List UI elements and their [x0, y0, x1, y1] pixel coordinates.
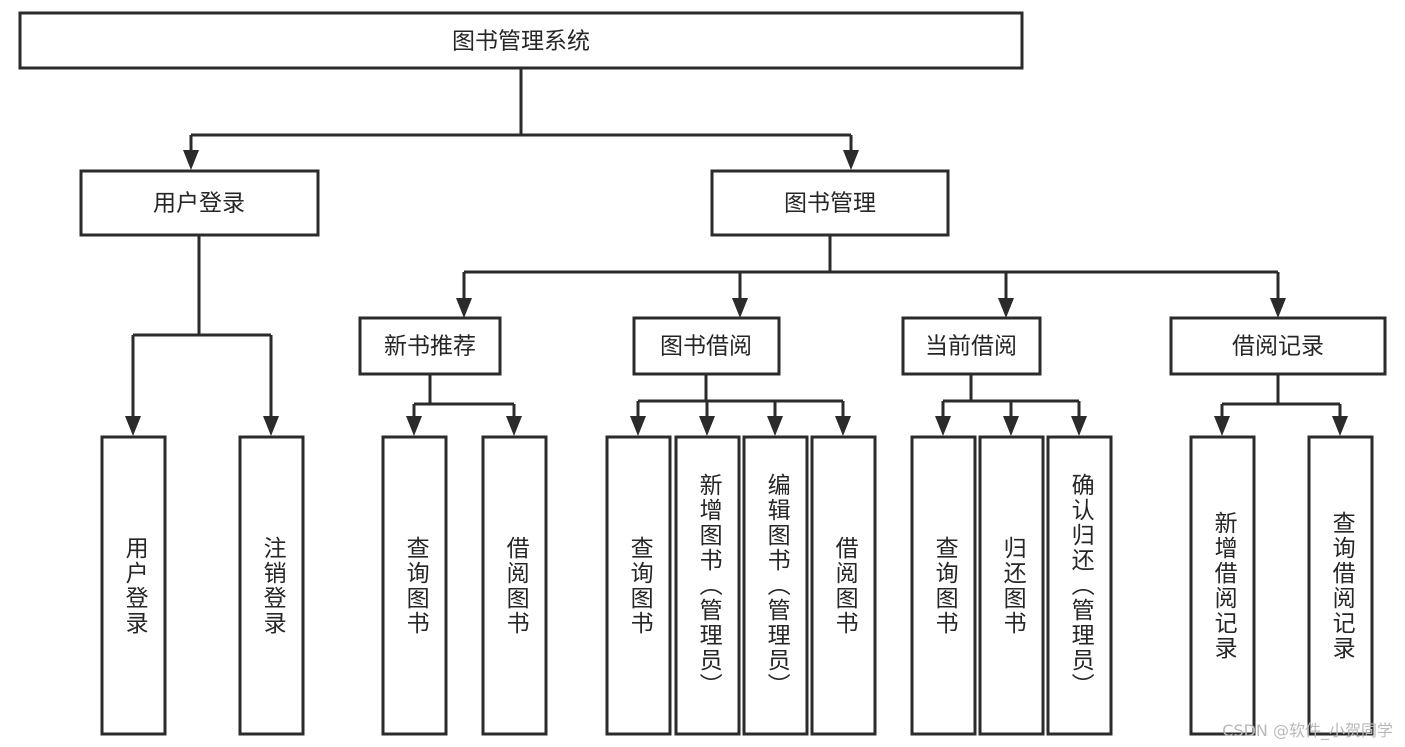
node-leaf-query-book-2[interactable]: [605, 435, 672, 736]
node-leaf-query-record[interactable]: [1307, 435, 1374, 736]
node-leaf-query-book-3[interactable]: [910, 435, 977, 736]
node-leaf-borrow-book-2[interactable]: [810, 435, 877, 736]
label-user-login: 用户登录: [153, 191, 245, 217]
label-book-manage: 图书管理: [784, 191, 876, 217]
connector-newbook-to-leaves: [406, 374, 522, 436]
node-leaf-edit-book[interactable]: [742, 435, 809, 736]
connector-root-to-level1: [183, 68, 859, 170]
connector-borrowrecord-to-leaves: [1214, 374, 1348, 436]
node-borrow-record[interactable]: [1169, 316, 1387, 376]
node-leaf-borrow-book-1[interactable]: [481, 435, 548, 736]
connector-bookborrow-to-leaves: [630, 374, 851, 436]
label-borrow-record: 借阅记录: [1232, 334, 1324, 360]
node-book-manage[interactable]: [710, 169, 950, 237]
node-leaf-logout[interactable]: [238, 435, 305, 736]
node-leaf-return-book[interactable]: [978, 435, 1045, 736]
node-book-borrow[interactable]: [632, 316, 781, 376]
node-leaf-add-record[interactable]: [1189, 435, 1256, 736]
node-current-borrow[interactable]: [901, 316, 1042, 376]
watermark-text: CSDN @软件_小贺同学: [1222, 721, 1393, 740]
label-current-borrow: 当前借阅: [925, 334, 1017, 360]
connector-bookmanage-to-level2: [456, 235, 1286, 318]
node-leaf-user-login[interactable]: [100, 435, 167, 736]
node-root[interactable]: [18, 11, 1024, 70]
label-root: 图书管理系统: [452, 29, 590, 55]
node-user-login[interactable]: [79, 169, 320, 237]
node-new-book-rec[interactable]: [358, 316, 502, 376]
node-leaf-query-book-1[interactable]: [381, 435, 448, 736]
connector-currentborrow-to-leaves: [935, 374, 1087, 436]
node-leaf-add-book[interactable]: [674, 435, 741, 736]
node-leaf-confirm-return[interactable]: [1046, 435, 1113, 736]
connector-userlogin-to-leaves: [125, 235, 279, 436]
label-book-borrow: 图书借阅: [660, 334, 752, 360]
label-new-book-rec: 新书推荐: [384, 334, 476, 360]
